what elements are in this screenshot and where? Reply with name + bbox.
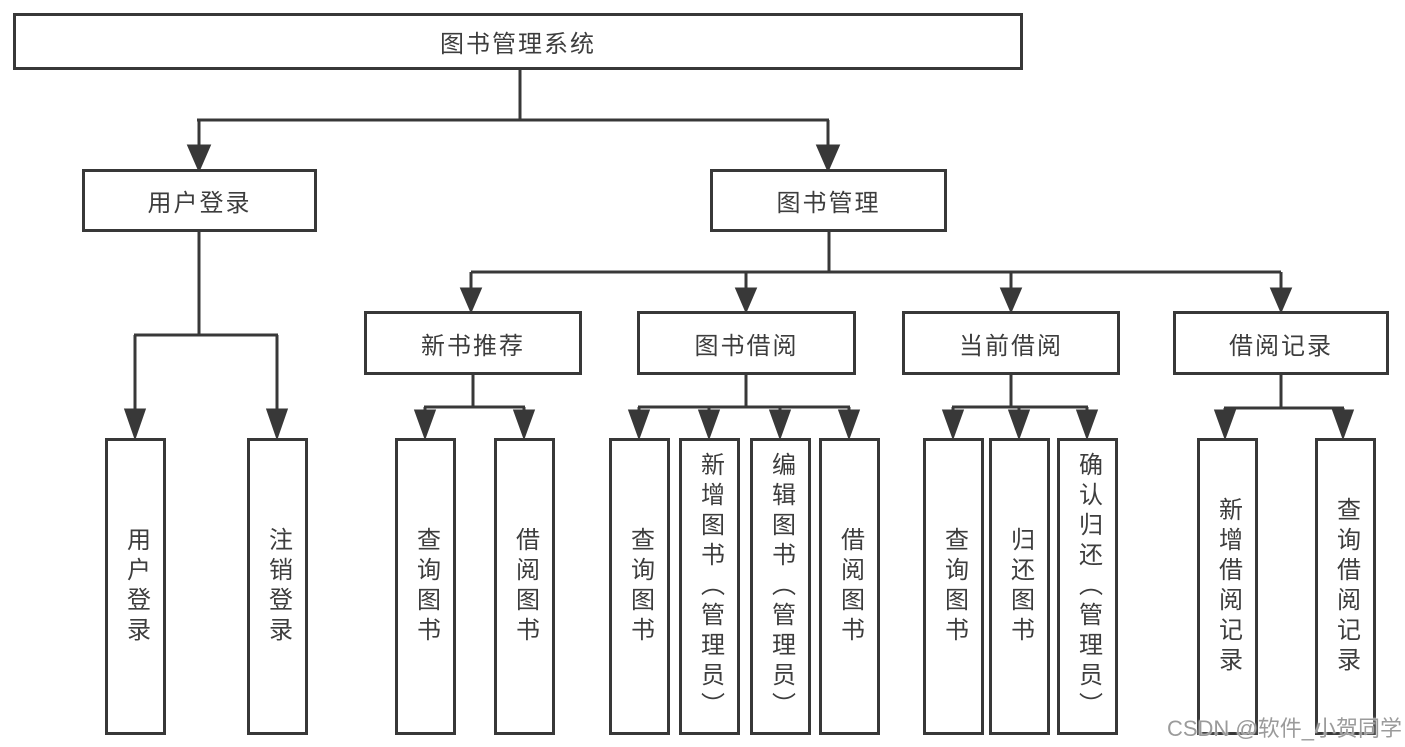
- node-leaf-records-query: 查询借阅记录: [1315, 438, 1376, 735]
- node-leaf-current-return: 归还图书: [989, 438, 1050, 735]
- node-leaf-borrow-edit-label: 编辑图书（管理员）: [767, 451, 795, 722]
- connector-borrow-records-to-leaves: [1213, 375, 1355, 441]
- node-user-login-label: 用户登录: [147, 190, 252, 217]
- connector-new-books-to-leaves: [413, 375, 536, 441]
- node-leaf-current-return-label: 归还图书: [1006, 526, 1034, 647]
- csdn-watermark: CSDN @软件_小贺同学: [1166, 716, 1402, 741]
- connector-book-borrow-to-leaves: [627, 375, 861, 441]
- node-root-label: 图书管理系统: [440, 31, 596, 58]
- node-book-borrow: 图书借阅: [637, 311, 856, 375]
- node-leaf-logout: 注销登录: [247, 438, 308, 735]
- node-leaf-user-login: 用户登录: [105, 438, 166, 735]
- node-leaf-current-confirm: 确认归还（管理员）: [1057, 438, 1118, 735]
- node-leaf-current-query: 查询图书: [923, 438, 984, 735]
- node-leaf-user-login-label: 用户登录: [122, 526, 150, 647]
- node-user-login: 用户登录: [82, 169, 317, 232]
- node-leaf-borrow-add: 新增图书（管理员）: [679, 438, 740, 735]
- node-leaf-newbooks-borrow-label: 借阅图书: [511, 526, 539, 647]
- node-leaf-borrow-query-label: 查询图书: [626, 526, 654, 647]
- node-book-mgmt-label: 图书管理: [776, 190, 881, 217]
- node-leaf-records-add: 新增借阅记录: [1197, 438, 1258, 735]
- node-new-books-label: 新书推荐: [421, 332, 525, 360]
- node-leaf-borrow-borrow: 借阅图书: [819, 438, 880, 735]
- node-leaf-borrow-add-label: 新增图书（管理员）: [696, 451, 724, 722]
- connector-root-to-level2: [186, 69, 841, 173]
- node-leaf-borrow-borrow-label: 借阅图书: [836, 526, 864, 647]
- connector-book-mgmt-to-level3: [459, 232, 1293, 314]
- node-new-books: 新书推荐: [364, 311, 582, 375]
- connector-user-login-to-leaves: [123, 232, 289, 441]
- node-current-borrow: 当前借阅: [902, 311, 1120, 375]
- node-book-mgmt: 图书管理: [710, 169, 947, 232]
- node-leaf-current-query-label: 查询图书: [940, 526, 968, 647]
- node-leaf-newbooks-query-label: 查询图书: [412, 526, 440, 647]
- node-leaf-records-add-label: 新增借阅记录: [1214, 496, 1242, 677]
- connector-current-borrow-to-leaves: [941, 375, 1099, 441]
- node-borrow-records-label: 借阅记录: [1229, 332, 1333, 360]
- node-leaf-newbooks-query: 查询图书: [395, 438, 456, 735]
- node-leaf-logout-label: 注销登录: [264, 526, 292, 647]
- node-leaf-records-query-label: 查询借阅记录: [1332, 496, 1360, 677]
- node-root: 图书管理系统: [13, 13, 1023, 70]
- node-current-borrow-label: 当前借阅: [959, 332, 1063, 360]
- node-leaf-current-confirm-label: 确认归还（管理员）: [1074, 451, 1102, 722]
- node-leaf-newbooks-borrow: 借阅图书: [494, 438, 555, 735]
- node-leaf-borrow-edit: 编辑图书（管理员）: [750, 438, 811, 735]
- node-borrow-records: 借阅记录: [1173, 311, 1389, 375]
- node-book-borrow-label: 图书借阅: [694, 332, 799, 360]
- node-leaf-borrow-query: 查询图书: [609, 438, 670, 735]
